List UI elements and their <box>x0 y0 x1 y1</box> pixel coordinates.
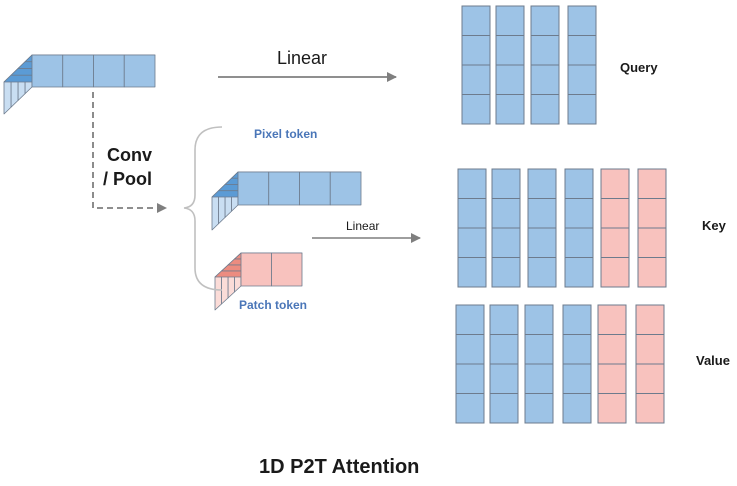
pixel-token-cell <box>524 393 554 424</box>
patch-token-cell <box>635 393 665 424</box>
pixel-token-cell <box>491 168 521 199</box>
pixel-token-cell <box>530 64 560 95</box>
patch-token-cell <box>597 304 627 335</box>
patch-token-cell <box>600 257 630 288</box>
value-label: Value <box>696 353 730 368</box>
pixel-token-cell <box>491 257 521 288</box>
pixel-token-cell <box>489 393 519 424</box>
pixel-token-cell <box>564 227 594 258</box>
pixel-token-cell <box>524 334 554 365</box>
pixel-token-cell <box>495 35 525 66</box>
cube-front-cell <box>237 171 270 206</box>
patch-token-cell <box>637 198 667 229</box>
pixel-token-cell <box>455 393 485 424</box>
cube-front-cell <box>271 252 303 287</box>
pixel-token-cell <box>567 64 597 95</box>
pixel-token-cell <box>489 304 519 335</box>
pixel-token-block <box>211 171 362 231</box>
pixel-token-cell <box>495 94 525 125</box>
value-token-columns <box>455 304 665 424</box>
pixel-token-cell <box>455 334 485 365</box>
patch-token-cell <box>600 227 630 258</box>
pixel-token-cell <box>564 257 594 288</box>
patch-token-cell <box>635 304 665 335</box>
pixel-token-cell <box>489 334 519 365</box>
key-token-columns <box>457 168 667 288</box>
linear-top-label: Linear <box>277 48 328 68</box>
pixel-token-cell <box>567 5 597 36</box>
patch-token-cell <box>597 363 627 394</box>
patch-token-cell <box>597 334 627 365</box>
pixel-token-cell <box>455 363 485 394</box>
pixel-token-cell <box>530 35 560 66</box>
pixel-token-cell <box>495 5 525 36</box>
patch-token-block <box>214 252 303 311</box>
key-label: Key <box>702 218 726 233</box>
patch-token-cell <box>637 168 667 199</box>
pixel-token-cell <box>489 363 519 394</box>
query-token-columns <box>461 5 597 125</box>
pixel-token-cell <box>527 257 557 288</box>
cube-front-cell <box>299 171 331 206</box>
pixel-token-cell <box>461 35 491 66</box>
pixel-token-cell <box>461 5 491 36</box>
pixel-token-cell <box>457 198 487 229</box>
conv-pool-label-line2: / Pool <box>103 169 152 189</box>
token-group-brace <box>183 126 223 291</box>
pixel-token-cell <box>530 94 560 125</box>
pixel-token-cell <box>562 334 592 365</box>
pixel-token-cell <box>491 227 521 258</box>
pixel-token-cell <box>527 227 557 258</box>
pixel-token-cell <box>562 393 592 424</box>
patch-token-cell <box>637 227 667 258</box>
pixel-token-cell <box>567 94 597 125</box>
pixel-token-cell <box>457 227 487 258</box>
pixel-token-cell <box>461 94 491 125</box>
cube-front-cell <box>329 171 362 206</box>
pixel-token-label: Pixel token <box>254 127 318 141</box>
pixel-token-cell <box>455 304 485 335</box>
pixel-token-cell <box>461 64 491 95</box>
pixel-token-cell <box>457 168 487 199</box>
query-label: Query <box>620 60 658 75</box>
pixel-token-cell <box>527 198 557 229</box>
pixel-token-cell <box>567 35 597 66</box>
patch-token-cell <box>635 363 665 394</box>
pixel-token-cell <box>564 198 594 229</box>
patch-token-cell <box>637 257 667 288</box>
conv-pool-label-line1: Conv <box>107 145 152 165</box>
patch-token-cell <box>597 393 627 424</box>
linear-mid-label: Linear <box>346 219 380 233</box>
input-feature-block <box>3 54 156 115</box>
pixel-token-cell <box>564 168 594 199</box>
pixel-token-cell <box>527 168 557 199</box>
pixel-token-cell <box>491 198 521 229</box>
conv-pool-dashed-arrow <box>92 92 167 213</box>
patch-token-cell <box>600 168 630 199</box>
diagram-title: 1D P2T Attention <box>259 456 420 478</box>
pixel-token-cell <box>530 5 560 36</box>
pixel-token-cell <box>562 363 592 394</box>
pixel-token-cell <box>524 304 554 335</box>
cube-front-cell <box>123 54 156 88</box>
patch-token-cell <box>600 198 630 229</box>
cube-front-cell <box>62 54 94 88</box>
cube-front-cell <box>31 54 64 88</box>
pixel-token-cell <box>524 363 554 394</box>
cube-front-cell <box>268 171 300 206</box>
pixel-token-cell <box>562 304 592 335</box>
pixel-token-cell <box>495 64 525 95</box>
cube-front-cell <box>93 54 125 88</box>
patch-token-cell <box>635 334 665 365</box>
pixel-token-cell <box>457 257 487 288</box>
cube-front-cell <box>240 252 272 287</box>
patch-token-label: Patch token <box>239 298 308 312</box>
